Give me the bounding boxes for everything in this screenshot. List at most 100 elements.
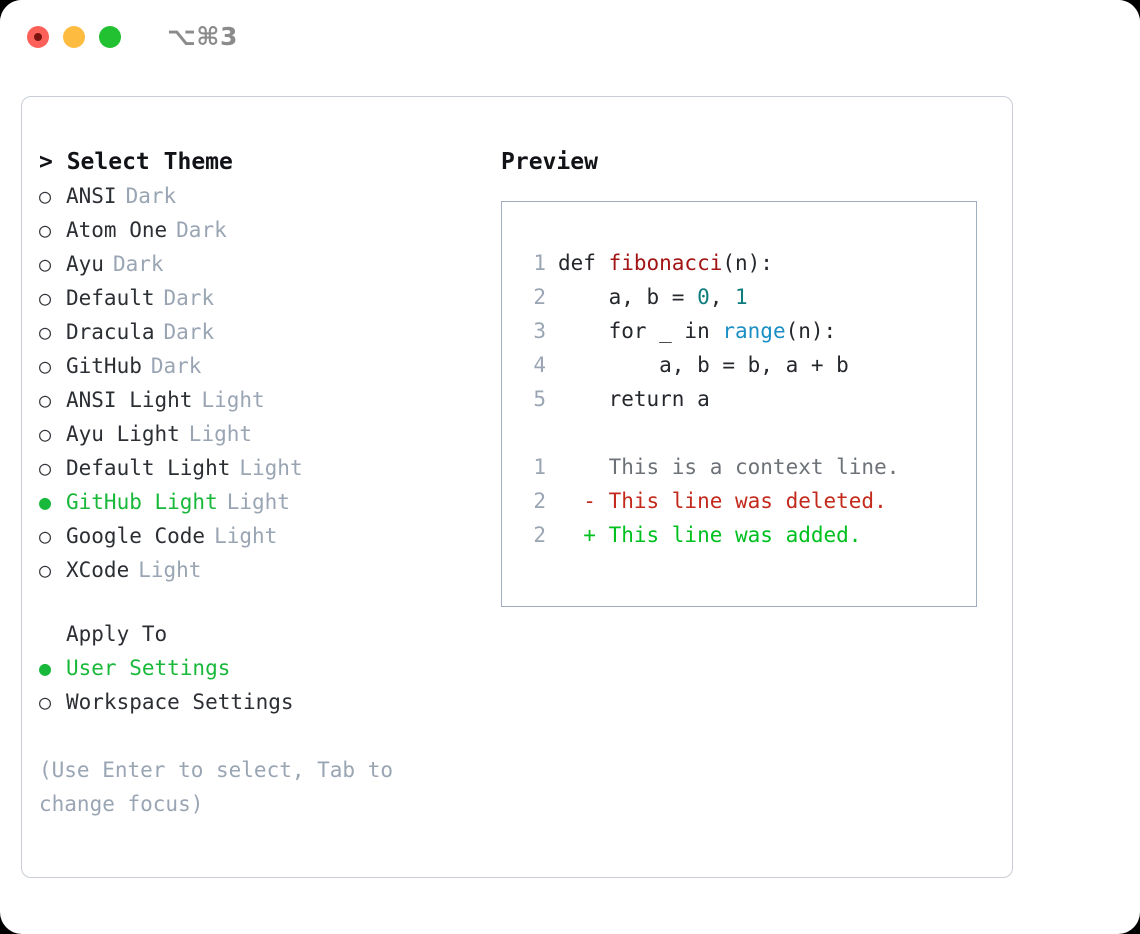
code-token: (n): <box>785 319 837 343</box>
theme-option-github[interactable]: ○ GitHub Dark <box>39 349 479 383</box>
code-line-number: 3 <box>533 319 546 343</box>
theme-option-label: Ayu <box>66 252 104 276</box>
code-token: 1 <box>735 285 748 309</box>
code-token: 0 <box>697 285 710 309</box>
code-line-content: return a <box>558 382 710 416</box>
theme-option-label: Google Code <box>66 524 206 548</box>
theme-option-label: ANSI Light <box>66 388 193 412</box>
keyboard-hint-text: (Use Enter to select, Tab to change focu… <box>39 758 394 816</box>
code-line: 4 a, b = b, a + b <box>516 348 976 382</box>
theme-kind-badge: Light <box>138 558 202 582</box>
theme-option-ayu[interactable]: ○ Ayu Dark <box>39 247 479 281</box>
theme-kind-badge: Light <box>188 422 253 446</box>
code-line-number: 4 <box>533 353 546 377</box>
diff-sample: 1 This is a context line.2 - This line w… <box>516 450 976 552</box>
radio-unselected-icon[interactable]: ○ <box>39 422 52 446</box>
code-line-content: a, b = 0, 1 <box>558 280 748 314</box>
theme-option-ansi-light[interactable]: ○ ANSI Light Light <box>39 383 479 417</box>
traffic-lights <box>27 26 121 48</box>
title-bar: ⌥⌘3 <box>0 0 1140 78</box>
code-token: a, b = b, a + b <box>558 353 849 377</box>
radio-unselected-icon[interactable]: ○ <box>39 558 52 582</box>
apply-to-option-workspace-settings[interactable]: ○ Workspace Settings <box>39 685 479 719</box>
theme-option-google-code[interactable]: ○ Google Code Light <box>39 519 479 553</box>
radio-unselected-icon[interactable]: ○ <box>39 690 52 714</box>
radio-selected-icon[interactable]: ● <box>39 656 52 680</box>
theme-kind-badge: Dark <box>112 252 164 276</box>
theme-option-dracula[interactable]: ○ Dracula Dark <box>39 315 479 349</box>
theme-option-label: Atom One <box>66 218 168 242</box>
code-line: 2 a, b = 0, 1 <box>516 280 976 314</box>
diff-line-content: + This line was added. <box>558 523 862 547</box>
theme-option-label: GitHub <box>66 354 142 378</box>
radio-unselected-icon[interactable]: ○ <box>39 252 52 276</box>
code-line-number: 1 <box>533 251 546 275</box>
radio-selected-icon[interactable]: ● <box>39 490 52 514</box>
theme-kind-badge: Dark <box>150 354 202 378</box>
code-line-content: def fibonacci(n): <box>558 246 773 280</box>
radio-unselected-icon[interactable]: ○ <box>39 184 52 208</box>
code-token: for _ in <box>558 319 723 343</box>
theme-kind-badge: Dark <box>163 286 215 310</box>
diff-line: 2 + This line was added. <box>516 518 976 552</box>
theme-kind-badge: Light <box>214 524 278 548</box>
theme-option-label: Dracula <box>66 320 155 344</box>
diff-line-number: 2 <box>533 523 546 547</box>
code-token: return a <box>558 387 710 411</box>
apply-to-section: Apply To ● User Settings ○ Workspace Settin… <box>39 617 479 719</box>
theme-kind-badge: Dark <box>163 320 215 344</box>
code-token: range <box>722 319 786 343</box>
apply-to-heading: Apply To <box>66 622 168 646</box>
apply-to-option-label: User Settings <box>66 656 231 680</box>
apply-to-option-label: Workspace Settings <box>66 690 294 714</box>
preview-heading: Preview <box>501 149 598 175</box>
code-token: (n): <box>722 251 773 275</box>
code-token: fibonacci <box>608 251 723 275</box>
code-line: 1 def fibonacci(n): <box>516 246 976 280</box>
close-button-icon[interactable] <box>27 26 49 48</box>
code-token: a, b = <box>558 285 698 309</box>
radio-unselected-icon[interactable]: ○ <box>39 218 52 242</box>
minimize-button-icon[interactable] <box>63 26 85 48</box>
diff-line: 2 - This line was deleted. <box>516 484 976 518</box>
radio-unselected-icon[interactable]: ○ <box>39 456 52 480</box>
code-line-content: a, b = b, a + b <box>558 348 849 382</box>
theme-option-label: GitHub Light <box>66 490 218 514</box>
theme-option-label: Default Light <box>66 456 231 480</box>
diff-line-number: 2 <box>533 489 546 513</box>
theme-option-xcode[interactable]: ○ XCode Light <box>39 553 479 587</box>
theme-kind-badge: Light <box>201 388 265 412</box>
theme-option-label: XCode <box>66 558 130 582</box>
apply-to-option-list: ● User Settings ○ Workspace Settings <box>39 651 479 719</box>
diff-line: 1 This is a context line. <box>516 450 976 484</box>
radio-unselected-icon[interactable]: ○ <box>39 320 52 344</box>
theme-option-label: ANSI <box>66 184 117 208</box>
theme-option-label: Ayu Light <box>66 422 180 446</box>
theme-option-ayu-light[interactable]: ○ Ayu Light Light <box>39 417 479 451</box>
code-line-number: 5 <box>533 387 546 411</box>
code-token: def <box>558 251 609 275</box>
select-theme-heading: > Select Theme <box>39 149 233 175</box>
code-line: 3 for _ in range(n): <box>516 314 976 348</box>
code-line-content: for _ in range(n): <box>558 314 837 348</box>
radio-unselected-icon[interactable]: ○ <box>39 286 52 310</box>
code-token: , <box>709 285 736 309</box>
radio-unselected-icon[interactable]: ○ <box>39 354 52 378</box>
radio-unselected-icon[interactable]: ○ <box>39 388 52 412</box>
code-line: 5 return a <box>516 382 976 416</box>
zoom-button-icon[interactable] <box>99 26 121 48</box>
apply-to-option-user-settings[interactable]: ● User Settings <box>39 651 479 685</box>
code-line-number: 2 <box>533 285 546 309</box>
code-diff-spacer <box>516 416 976 450</box>
radio-unselected-icon[interactable]: ○ <box>39 524 52 548</box>
